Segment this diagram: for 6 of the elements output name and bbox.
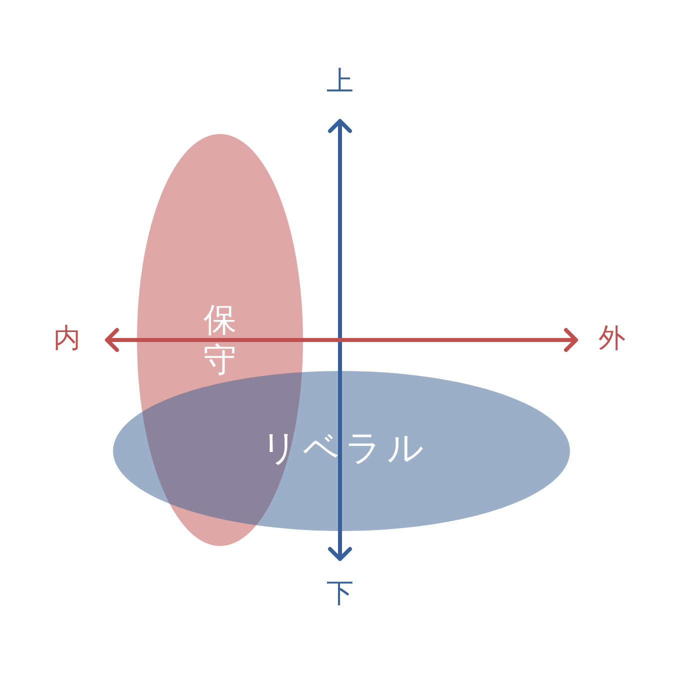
- axis-label: 上: [326, 67, 354, 97]
- region-label: リベラル: [260, 427, 429, 471]
- axis-label: 下: [326, 579, 354, 609]
- region-label: 保守: [204, 300, 236, 380]
- axis-label: 外: [598, 324, 626, 354]
- axis-label: 内: [54, 324, 80, 354]
